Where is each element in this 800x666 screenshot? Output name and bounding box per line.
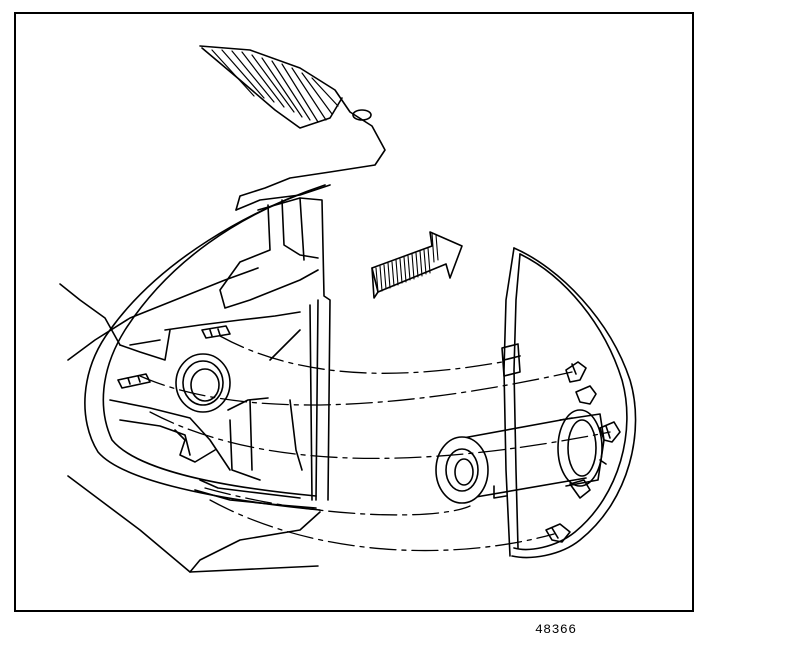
panel-clip-slot-left [117,373,151,389]
lower-panel-details [109,329,317,509]
panel-round-opening [175,353,231,413]
figure-frame [14,12,694,612]
block-arrow-right-icon [371,231,463,299]
retaining-clip-4 [569,479,591,499]
panel-clip-slot-upper [201,325,231,339]
figure-number: 48366 [535,622,577,637]
instrument-panel-body [59,197,331,501]
dashboard-vent-grille [211,49,339,123]
retaining-clip-5 [545,523,571,543]
dashboard-top [199,45,386,211]
end-cap-panel [503,247,637,559]
alignment-lines [139,335,611,552]
dash-small-hole [352,109,372,121]
end-cap-tab [501,343,521,377]
dashboard-outer-edge [67,184,326,573]
retaining-clip-1 [565,361,587,383]
retaining-clip-2 [575,385,597,405]
duct-tube [435,409,607,504]
